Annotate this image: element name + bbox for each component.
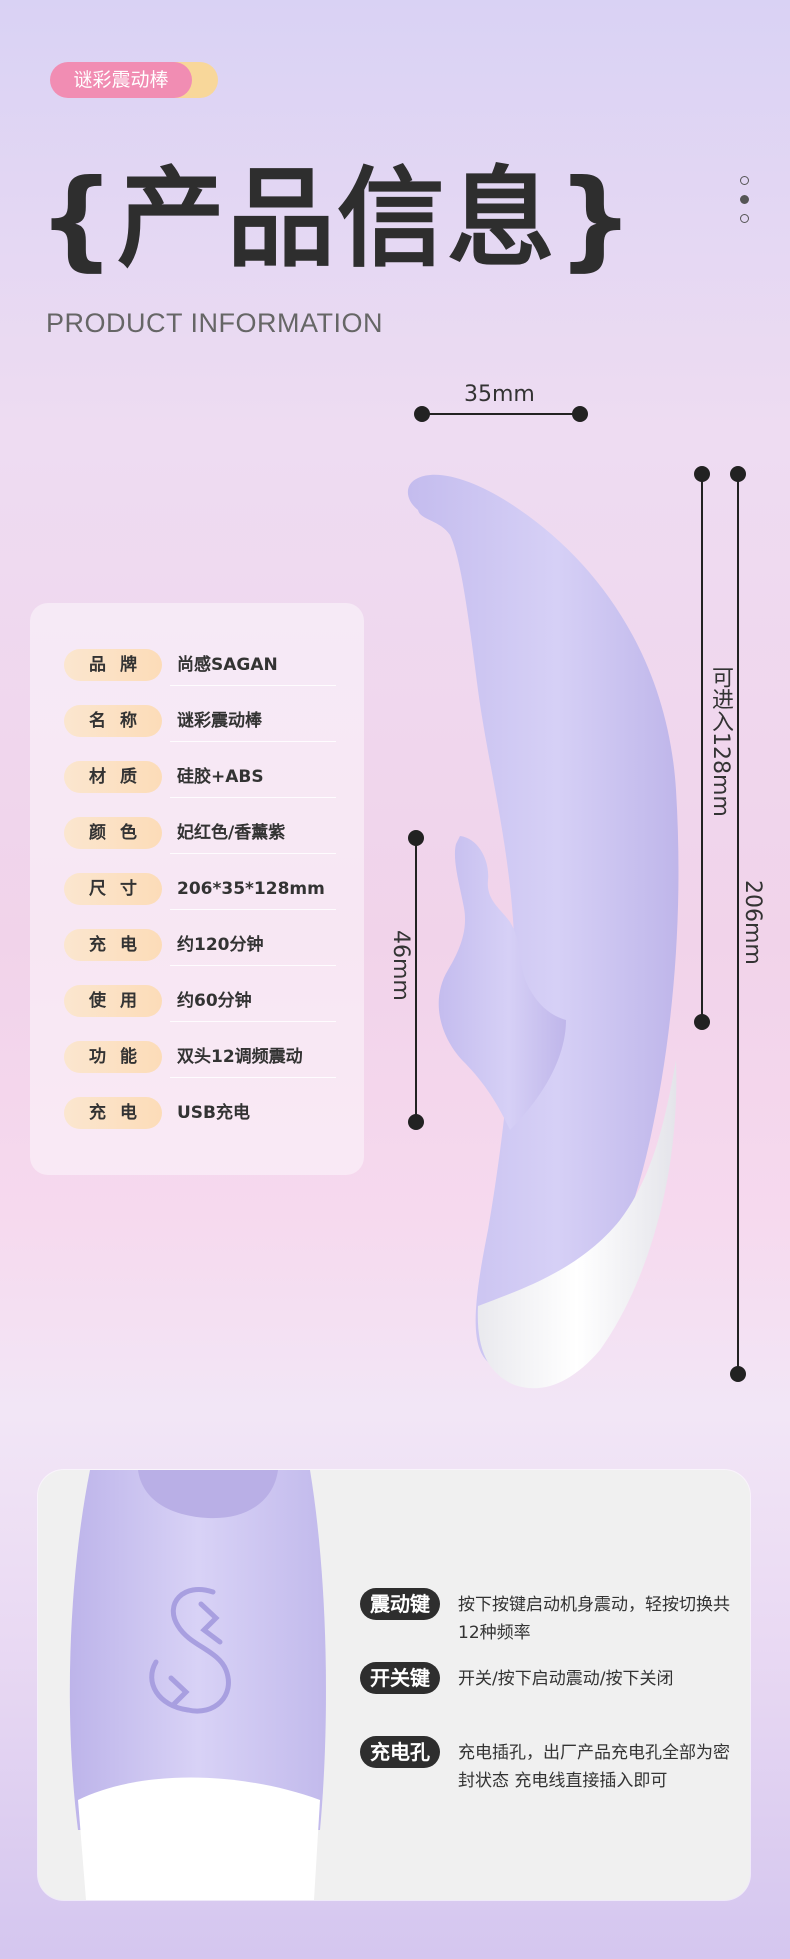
spec-value: 约60分钟 [177,991,252,1011]
feature-key: 震动键 [360,1588,440,1620]
row-divider [170,909,336,910]
spec-label: 充电 [64,1097,162,1129]
row-divider [170,1021,336,1022]
page-subtitle: PRODUCT INFORMATION [46,308,383,338]
spec-label: 尺寸 [64,873,162,905]
clitoral-arm [438,836,566,1130]
spec-card: 品牌 尚感SAGAN 名称 谜彩震动棒 材质 硅胶+ABS 颜色 妃红色/香薰紫… [30,603,364,1175]
spec-label: 材质 [64,761,162,793]
spec-value: 约120分钟 [177,935,264,955]
spec-value: 硅胶+ABS [177,767,264,787]
feature-desc: 按下按键启动机身震动，轻按切换共12种频率 [458,1595,730,1643]
feature-key: 充电孔 [360,1736,440,1768]
spec-row-color: 颜色 妃红色/香薰紫 [64,810,336,854]
spec-row-usage: 使用 约60分钟 [64,978,336,1022]
spec-value: 双头12调频震动 [177,1047,303,1067]
spec-row-function: 功能 双头12调频震动 [64,1034,336,1078]
pager-dot-active [740,195,749,204]
total-length-label: 206mm [740,880,765,965]
page-indicator [740,176,752,233]
spec-label: 品牌 [64,649,162,681]
product-illustration [407,406,746,1389]
clitoral-length-label: 46mm [388,930,413,1001]
spec-row-material: 材质 硅胶+ABS [64,754,336,798]
spec-value: 206*35*128mm [177,879,325,899]
feature-desc: 充电插孔，出厂产品充电孔全部为密封状态 充电线直接插入即可 [458,1743,730,1791]
category-tag: 谜彩震动棒 [50,62,218,98]
row-divider [170,797,336,798]
button-logo-icon [149,1587,231,1714]
total-dimension [730,466,746,1382]
feature-key: 开关键 [360,1662,440,1694]
spec-value: 妃红色/香薰紫 [177,823,286,843]
tag-label: 谜彩震动棒 [50,62,192,98]
pager-dot [740,214,749,223]
insertable-label: 可进入128mm [708,666,733,817]
spec-label: 使用 [64,985,162,1017]
feature-card: 震动键 按下按键启动机身震动，轻按切换共12种频率 开关键 开关/按下启动震动/… [38,1470,750,1900]
clitoral-dimension [408,830,424,1130]
spec-row-brand: 品牌 尚感SAGAN [64,642,336,686]
spec-label: 充电 [64,929,162,961]
insertable-dimension [694,466,710,1030]
row-divider [170,853,336,854]
spec-label: 颜色 [64,817,162,849]
row-divider [170,965,336,966]
width-dimension [414,406,588,422]
feature-desc: 开关/按下启动震动/按下关闭 [458,1669,674,1689]
vibrator-base [477,1060,677,1389]
spec-row-name: 名称 谜彩震动棒 [64,698,336,742]
spec-row-charge-time: 充电 约120分钟 [64,922,336,966]
width-label: 35mm [464,382,535,407]
handle-closeup [69,1470,326,1900]
row-divider [170,741,336,742]
spec-row-charging: 充电 USB充电 [64,1090,336,1134]
spec-value: 尚感SAGAN [177,655,278,675]
vibrator-shaft [407,474,679,1374]
pager-dot [740,176,749,185]
spec-label: 功能 [64,1041,162,1073]
spec-row-size: 尺寸 206*35*128mm [64,866,336,910]
spec-value: 谜彩震动棒 [177,711,262,731]
spec-value: USB充电 [177,1103,251,1123]
page-title: {产品信息} [38,157,636,282]
row-divider [170,1077,336,1078]
row-divider [170,685,336,686]
spec-label: 名称 [64,705,162,737]
